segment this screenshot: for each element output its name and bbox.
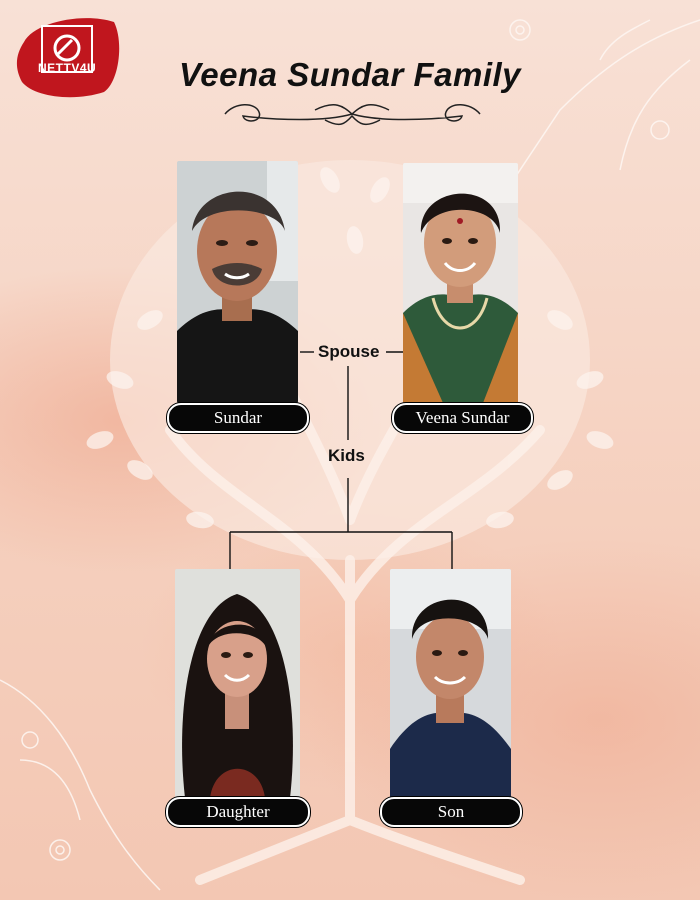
title-flourish — [224, 104, 481, 126]
spouse-label: Spouse — [318, 342, 380, 361]
kids-label: Kids — [328, 446, 365, 465]
page-title: Veena Sundar Family — [178, 56, 522, 93]
veena-sundar-name-pill: Veena Sundar — [392, 403, 533, 433]
brand-logo — [16, 18, 120, 98]
sundar-photo — [177, 161, 298, 403]
daughter-name-pill: Daughter — [166, 797, 310, 827]
son-name-pill: Son — [380, 797, 522, 827]
daughter-photo — [175, 569, 300, 798]
veena-sundar-photo — [403, 163, 518, 403]
son-photo — [390, 569, 511, 798]
brand-logo-text: NETTV4U — [38, 61, 97, 75]
sundar-name-pill: Sundar — [167, 403, 309, 433]
